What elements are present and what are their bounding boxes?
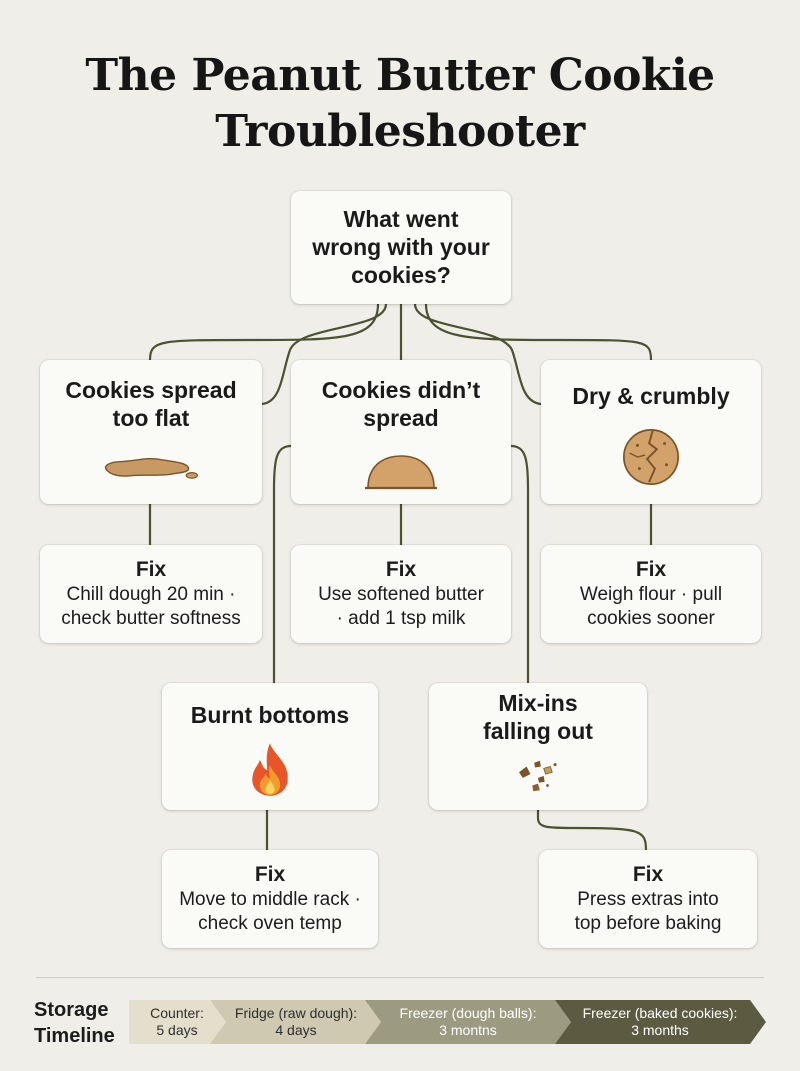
connector-root-flat: [148, 302, 380, 362]
fix-card-spread-flat: Fix Chill dough 20 min · check butter so…: [40, 545, 262, 643]
title-line-2: Troubleshooter: [215, 106, 585, 157]
puddle-icon: [104, 457, 198, 479]
section-divider: [36, 977, 764, 978]
storage-segment-duration: 4 days: [275, 1022, 317, 1038]
fix-title: Fix: [632, 863, 664, 886]
dome-icon: [365, 455, 437, 490]
connector-mixins-fix: [536, 808, 648, 852]
problem-label: Cookies spread too flat: [65, 377, 237, 431]
storage-segment-duration: 3 months: [631, 1022, 689, 1038]
storage-timeline-label: Storage Timeline: [34, 999, 115, 1047]
connector-didnt-mixins: [509, 444, 530, 685]
root-question-text: What went wrong with your cookies?: [312, 206, 490, 288]
root-question-card: What went wrong with your cookies?: [291, 191, 511, 304]
storage-segment-duration: 5 days: [156, 1022, 198, 1038]
problem-label: Cookies didn’t spread: [321, 377, 481, 431]
fix-text: Press extras into top before baking: [574, 889, 722, 934]
cracked-cookie-icon: [623, 429, 679, 485]
page-title: The Peanut Butter Cookie Troubleshooter: [0, 48, 800, 160]
fix-title: Fix: [635, 558, 667, 581]
storage-segment-name: Freezer (dough balls):: [399, 1005, 537, 1021]
flame-icon: [252, 743, 288, 796]
problem-card-spread-flat: Cookies spread too flat: [40, 360, 262, 504]
storage-segment-name: Counter:: [150, 1005, 204, 1021]
fix-text: Move to middle rack · check oven temp: [179, 889, 361, 934]
storage-segment-fridge-text: Fridge (raw dough): 4 days: [222, 1000, 370, 1044]
problem-card-didnt-spread: Cookies didn’t spread: [291, 360, 511, 504]
problem-card-dry-crumbly: Dry & crumbly: [541, 360, 761, 504]
fix-title: Fix: [135, 558, 167, 581]
fix-title: Fix: [254, 863, 286, 886]
problem-label: Dry & crumbly: [572, 383, 730, 409]
fix-card-didnt-spread: Fix Use softened butter · add 1 tsp milk: [291, 545, 511, 643]
problem-label: Burnt bottoms: [190, 702, 350, 728]
storage-segment-freezer-baked-text: Freezer (baked cookies): 3 months: [572, 1000, 748, 1044]
storage-segment-counter-text: Counter: 5 days: [136, 1000, 218, 1044]
fix-text: Chill dough 20 min · check butter softne…: [61, 584, 241, 629]
problem-card-mixins: Mix-ins falling out: [429, 683, 647, 810]
problem-card-burnt-bottoms: Burnt bottoms: [162, 683, 378, 810]
fix-card-dry-crumbly: Fix Weigh flour · pull cookies sooner: [541, 545, 761, 643]
storage-segment-freezer-dough-text: Freezer (dough balls): 3 montns: [378, 1000, 558, 1044]
problem-label: Mix-ins falling out: [483, 690, 593, 744]
connector-root-dry: [424, 302, 653, 362]
fix-text: Weigh flour · pull cookies sooner: [579, 584, 723, 629]
fix-title: Fix: [385, 558, 417, 581]
storage-segment-name: Freezer (baked cookies):: [582, 1005, 738, 1021]
fix-card-mixins: Fix Press extras into top before baking: [539, 850, 757, 948]
title-line-1: The Peanut Butter Cookie: [85, 50, 715, 101]
fix-card-burnt-bottoms: Fix Move to middle rack · check oven tem…: [162, 850, 378, 948]
crumbs-icon: [519, 760, 557, 792]
connector-didnt-burnt: [272, 444, 293, 685]
fix-text: Use softened butter · add 1 tsp milk: [318, 584, 484, 629]
storage-segment-name: Fridge (raw dough):: [234, 1005, 358, 1021]
storage-segment-duration: 3 montns: [439, 1022, 497, 1038]
